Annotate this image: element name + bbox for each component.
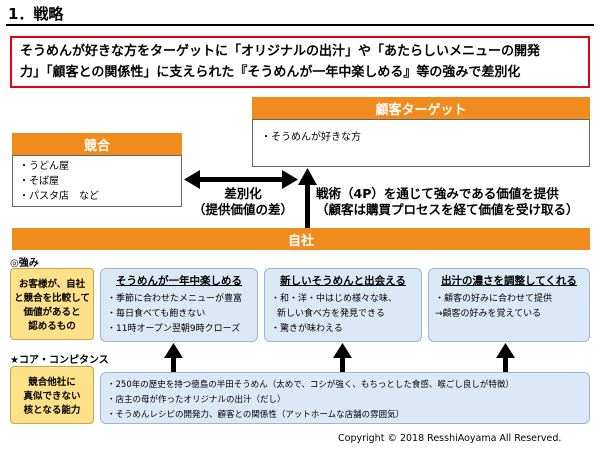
tactics-callout: 戦術（4P）を通じて強みである価値を提供 （顧客は購買プロセスを経て価値を受け取… bbox=[312, 186, 592, 220]
strength-item: ・顧客の好みに合わせて提供 bbox=[435, 294, 553, 304]
core-side-line: 真似できない bbox=[23, 391, 81, 402]
core-up-arrow-2 bbox=[333, 343, 352, 376]
core-section-label: ★コア・コンピタンス bbox=[10, 355, 109, 366]
core-item: ・そうめんレシピの開発力、顧客との関係性（アットホームな店舗の雰囲気） bbox=[107, 410, 405, 420]
strengths-side-line: と競合を比較して bbox=[14, 293, 90, 304]
strengths-side-label: お客様が、自社 と競合を比較して 価値があると 認めるもの bbox=[10, 268, 94, 340]
core-competence-box: ・250年の歴史を持つ徳島の半田そうめん（太めで、コシが強く、もちっとした食感、… bbox=[100, 372, 590, 424]
core-up-arrow-3 bbox=[496, 343, 515, 376]
strengths-side-line: お客様が、自社 bbox=[18, 279, 86, 290]
strength-box-new-somen: 新しいそうめんと出会える ・和・洋・中はじめ様々な味、 新しい食べ方を発見できる… bbox=[264, 268, 422, 342]
core-side-label: 競合他社に 真似できない 核となる能力 bbox=[10, 366, 94, 424]
strengths-side-line: 認めるもの bbox=[28, 321, 76, 332]
strength-title: そうめんが一年中楽しめる bbox=[116, 275, 242, 287]
core-side-line: 競合他社に bbox=[28, 377, 76, 388]
strength-title: 新しいそうめんと出会える bbox=[280, 275, 406, 287]
differentiation-callout: 差別化 （提供価値の差） bbox=[178, 186, 308, 220]
strength-item: ・毎日食べても飽きない bbox=[107, 309, 206, 319]
strength-box-year-round: そうめんが一年中楽しめる ・季節に合わせたメニューが豊富 ・毎日食べても飽きない… bbox=[100, 268, 258, 342]
tactics-label: 戦術（4P）を通じて強みである価値を提供 bbox=[316, 186, 559, 201]
core-item: ・250年の歴史を持つ徳島の半田そうめん（太めで、コシが強く、もちっとした食感、… bbox=[107, 380, 514, 390]
strengths-section-label: ◎強み bbox=[10, 258, 39, 269]
strength-title: 出汁の濃さを調整してくれる bbox=[441, 275, 577, 287]
tactics-sub: （顧客は購買プロセスを経て価値を受け取る） bbox=[316, 202, 579, 217]
target-header: 顧客ターゲット bbox=[252, 97, 590, 119]
title-underline bbox=[6, 24, 594, 26]
headline-line-2: 力」「顧客との関係性」に支えられた『そうめんが一年中楽しめる』等の強みで差別化 bbox=[20, 65, 521, 80]
copyright-notice: Copyright © 2018 ResshiAoyama All Reserv… bbox=[338, 433, 562, 444]
page-title: 1．戦略 bbox=[8, 5, 64, 23]
differentiation-double-arrow bbox=[184, 170, 298, 189]
strength-item: ・11時オープン翌朝9時クローズ bbox=[107, 324, 241, 334]
core-side-line: 核となる能力 bbox=[23, 405, 81, 416]
strength-item: 新しい食べ方を発見できる bbox=[277, 309, 385, 319]
competition-item: ・そば屋 bbox=[19, 176, 59, 187]
strengths-side-line: 価値があると bbox=[23, 307, 81, 318]
competition-header: 競合 bbox=[12, 133, 182, 155]
strength-item: ・季節に合わせたメニューが豊富 bbox=[107, 294, 243, 304]
differentiation-label: 差別化 bbox=[224, 186, 262, 201]
strategy-headline: そうめんが好きな方をターゲットに「オリジナルの出汁」や「あたらしいメニューの開発… bbox=[10, 36, 590, 88]
tactics-up-arrow bbox=[298, 168, 317, 228]
target-item: ・そうめんが好きな方 bbox=[261, 132, 361, 143]
core-up-arrow-1 bbox=[164, 343, 183, 376]
strength-item: ・驚きが味わえる bbox=[271, 324, 343, 334]
competition-item: ・うどん屋 bbox=[19, 161, 69, 172]
target-panel: ・そうめんが好きな方 bbox=[252, 119, 590, 167]
strength-box-dashi: 出汁の濃さを調整してくれる ・顧客の好みに合わせて提供 →顧客の好みを覚えている bbox=[428, 268, 590, 342]
self-header: 自社 bbox=[12, 228, 590, 250]
differentiation-sub: （提供価値の差） bbox=[192, 202, 293, 217]
strength-item: →顧客の好みを覚えている bbox=[435, 309, 542, 319]
competition-item: ・パスタ店 など bbox=[19, 191, 99, 202]
strength-item: ・和・洋・中はじめ様々な味、 bbox=[271, 294, 398, 304]
core-item: ・店主の母が作ったオリジナルの出汁（だし） bbox=[107, 395, 286, 405]
competition-panel: ・うどん屋 ・そば屋 ・パスタ店 など bbox=[12, 155, 182, 207]
headline-line-1: そうめんが好きな方をターゲットに「オリジナルの出汁」や「あたらしいメニューの開発 bbox=[20, 44, 541, 59]
